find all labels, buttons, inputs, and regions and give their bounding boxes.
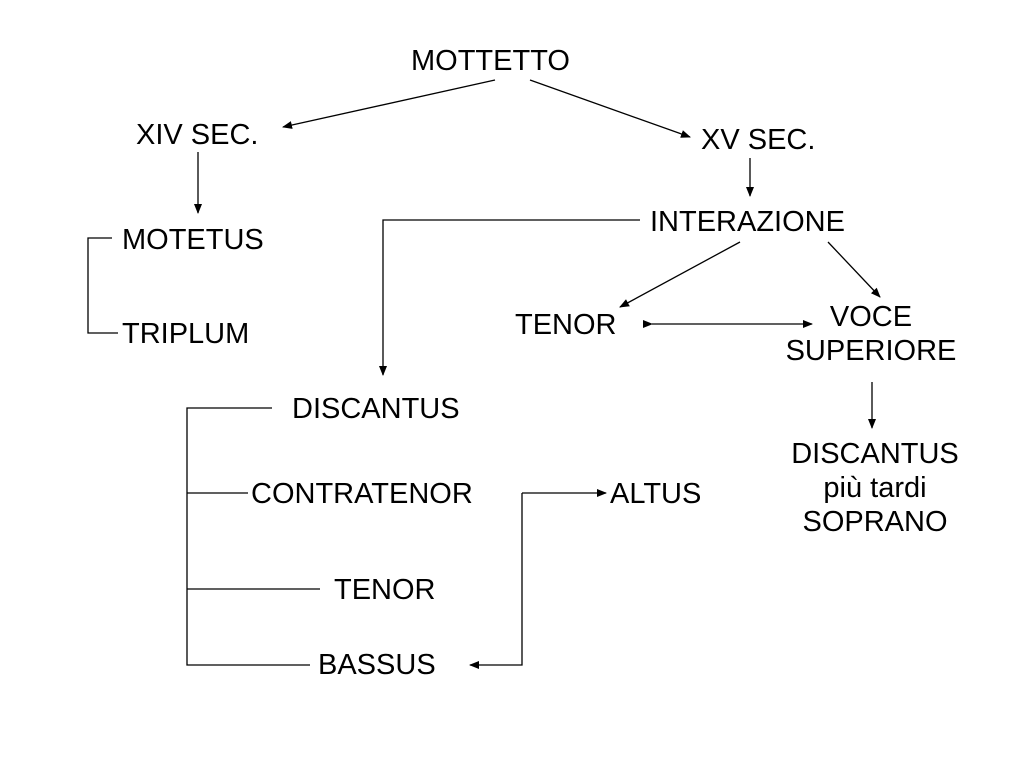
node-discantus-soprano: DISCANTUS più tardi SOPRANO: [772, 437, 978, 539]
arrow-interazione-to-voce: [827, 241, 881, 298]
discantus-top-line-2: più tardi: [823, 472, 927, 504]
discantus-top-line-1: DISCANTUS: [791, 438, 959, 470]
node-tenor-top: TENOR: [515, 309, 617, 341]
voce-superiore-line-2: SUPERIORE: [785, 335, 957, 367]
node-bassus: BASSUS: [318, 649, 436, 681]
arrow-to-bassus: [469, 493, 523, 669]
node-interazione: INTERAZIONE: [650, 206, 845, 238]
node-contratenor: CONTRATENOR: [251, 478, 473, 510]
node-mottetto: MOTTETTO: [411, 45, 570, 77]
voce-superiore-line-1: VOCE: [829, 301, 913, 333]
bracket-lower-voices: [186, 407, 310, 666]
node-xiv-sec: XIV SEC.: [136, 119, 259, 151]
node-xv-sec: XV SEC.: [701, 124, 816, 156]
node-motetus: MOTETUS: [122, 224, 264, 256]
node-altus: ALTUS: [610, 478, 702, 510]
arrow-interazione-to-tenor: [619, 241, 741, 308]
node-triplum: TRIPLUM: [122, 318, 250, 350]
arrow-interazione-to-discantus: [379, 219, 640, 376]
node-tenor: TENOR: [334, 574, 436, 606]
discantus-top-line-3: SOPRANO: [802, 506, 948, 538]
arrow-mottetto-to-xiv: [282, 79, 496, 129]
node-voce-superiore: VOCE SUPERIORE: [768, 300, 974, 368]
bracket-motetus-triplum: [87, 237, 118, 334]
node-discantus: DISCANTUS: [292, 393, 460, 425]
arrow-mottetto-to-xv: [529, 79, 691, 138]
